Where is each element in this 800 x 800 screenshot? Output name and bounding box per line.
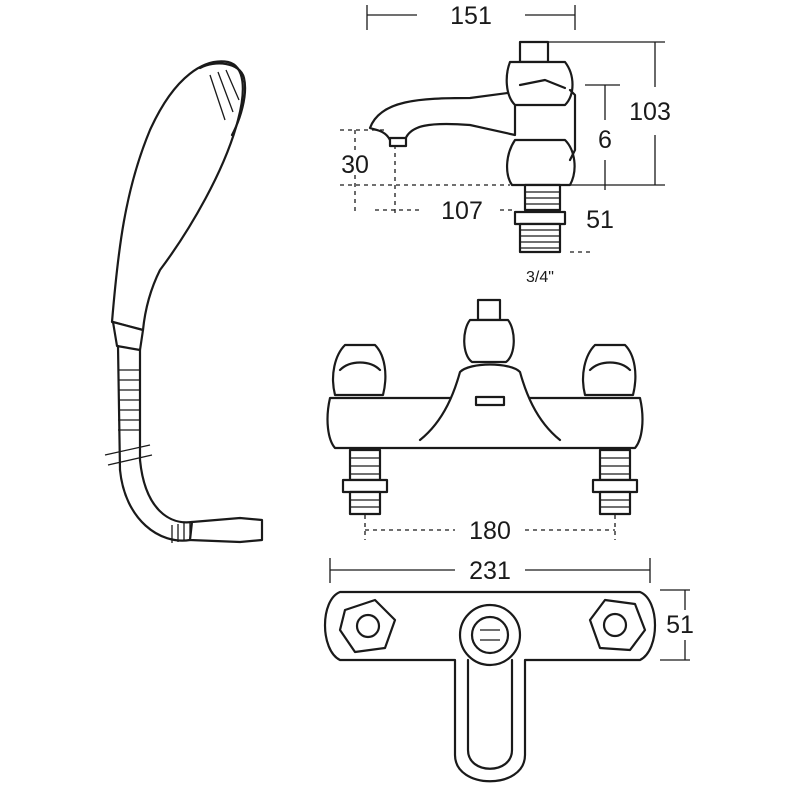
dim-overall-height: 103 [629,98,671,126]
dim-thread-size: 3/4" [526,269,554,286]
dim-thread-length: 51 [586,206,614,234]
dim-plate-depth: 51 [666,611,694,639]
dim-body-height: 6 [598,126,612,154]
dim-spout-height: 30 [341,151,369,179]
dim-spout-projection: 107 [441,197,483,225]
front-elevation: 180 [326,298,644,545]
plan-view: 231 51 [323,557,694,783]
side-elevation: 151 103 6 30 107 51 3/4" [340,2,671,286]
dim-centres: 180 [469,517,511,545]
hand-shower [104,60,264,544]
dim-overall-width: 231 [469,557,511,585]
dim-spout-length: 151 [450,2,492,30]
